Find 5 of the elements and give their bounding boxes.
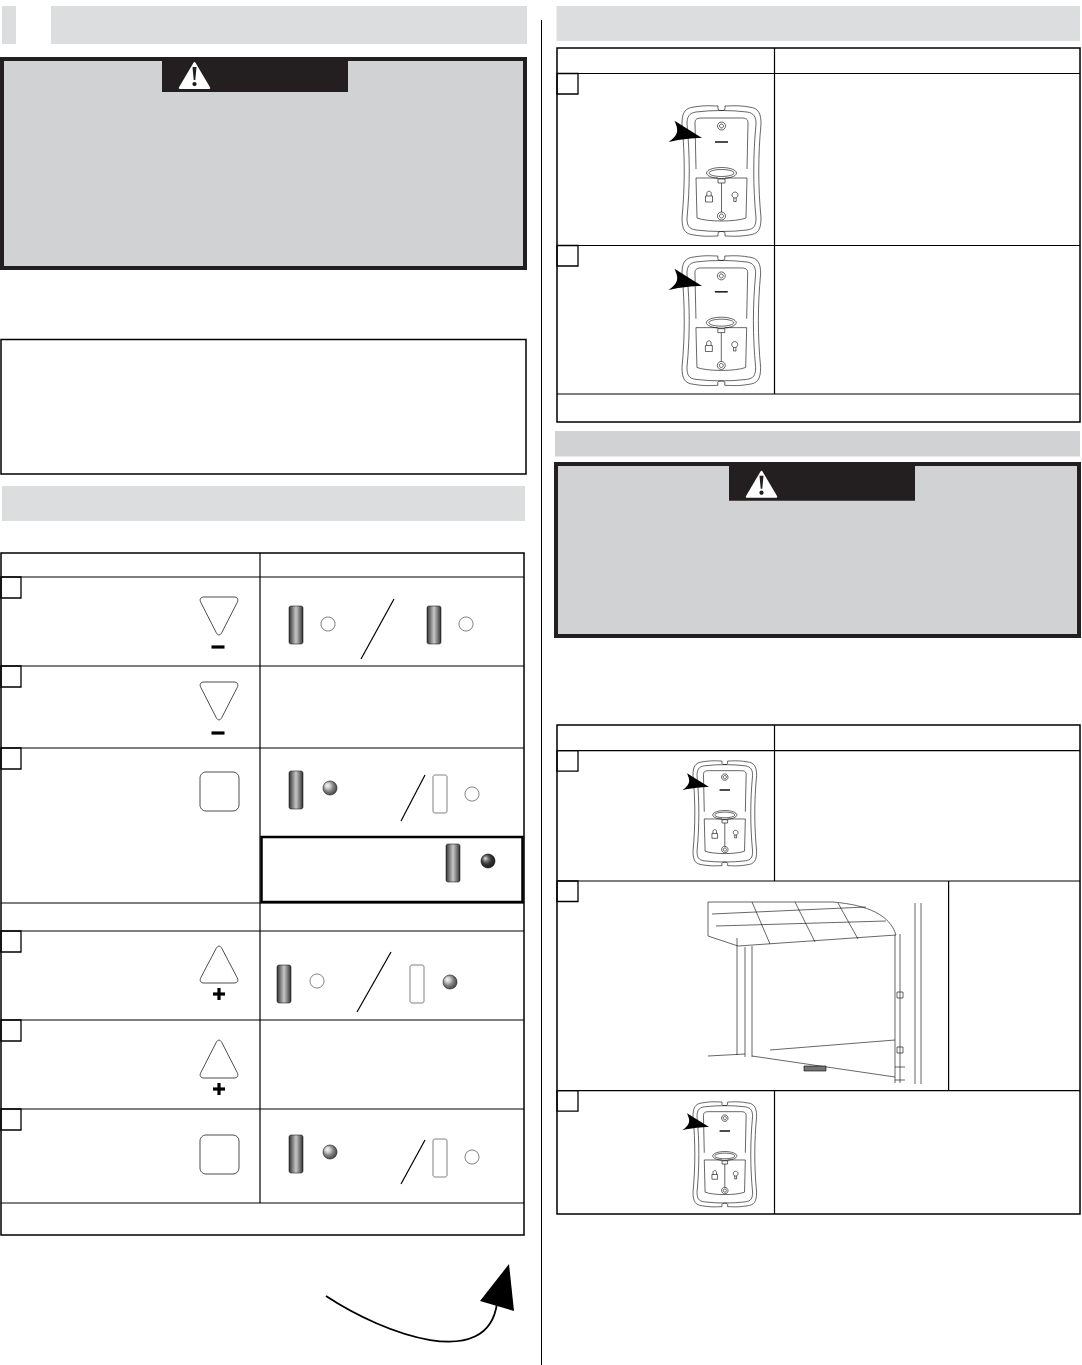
note-box — [0, 338, 527, 475]
heading-band — [556, 6, 1080, 41]
heading-band — [555, 431, 1080, 457]
heading-band — [2, 486, 525, 521]
heading-band — [51, 6, 527, 44]
